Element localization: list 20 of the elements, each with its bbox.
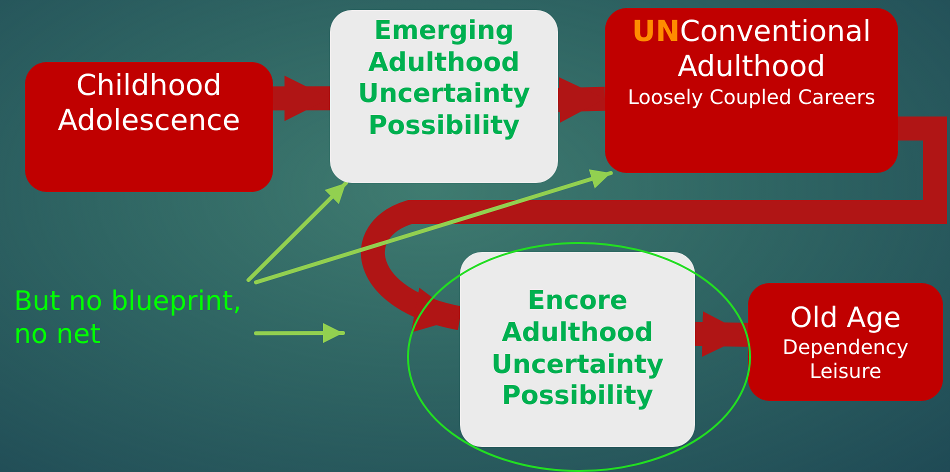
stage-text: Dependency Leisure — [782, 334, 910, 384]
stage-text: Childhood Adolescence — [56, 68, 242, 139]
stage-text: UNConventional Adulthood — [631, 14, 872, 85]
block-arrow — [362, 116, 947, 330]
block-arrow — [272, 76, 330, 122]
note-text: But no blueprint, no net — [6, 280, 256, 356]
arrow — [254, 323, 345, 344]
stage-text: Old Age — [790, 300, 901, 335]
block-arrow — [694, 311, 748, 357]
highlight-stage-box — [330, 10, 558, 183]
stage-box — [25, 62, 273, 192]
stage-text: Loosely Coupled Careers — [628, 84, 876, 110]
stage-box — [748, 283, 943, 401]
stage-box — [605, 8, 898, 173]
stage-text: Encore Adulthood Uncertainty Possibility — [490, 286, 665, 413]
arrow — [254, 169, 613, 284]
arrow — [246, 181, 348, 282]
block-arrow — [558, 77, 606, 123]
stage-text: Emerging Adulthood Uncertainty Possibility — [356, 16, 532, 143]
highlight-stage-box — [460, 252, 695, 447]
